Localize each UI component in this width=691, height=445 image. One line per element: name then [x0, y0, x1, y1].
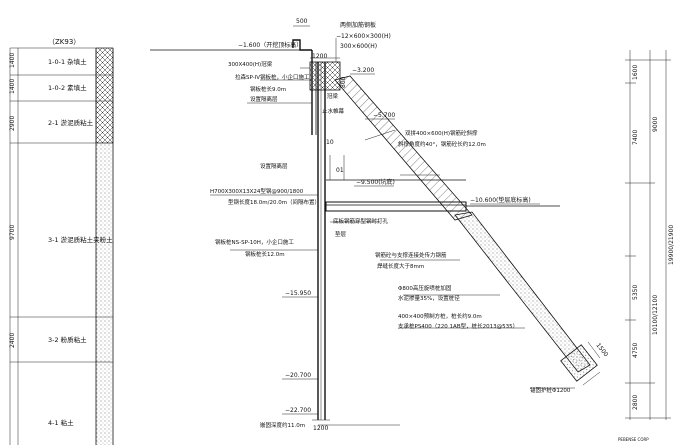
note: 支承桩PS400（220 1AB型，桩长2013@535）: [398, 322, 518, 330]
anchor-block: [560, 344, 598, 382]
borehole-log: （ZK93） 1-0-1 杂填土 1-0-2 素填土 2-1 淤泥质粘土 3-1…: [9, 38, 114, 445]
note: 设置隔离层: [250, 95, 278, 103]
layer-thickness: 2900: [9, 116, 16, 131]
layer-thickness: 1400: [9, 53, 16, 68]
fill-hatch: [95, 47, 114, 144]
note: 双拼400×600(H)钢筋砼斜撑: [405, 129, 478, 137]
elevation-label: −20.700: [285, 372, 311, 379]
layer-thickness: 1400: [9, 79, 16, 94]
note: −12×600×300(H): [336, 33, 391, 40]
leader-lines: [210, 38, 575, 426]
elevation-label: −1.600（开挖顶标高）: [238, 41, 302, 49]
layer-thickness: 9700: [9, 225, 16, 240]
dim-label: 5350: [632, 285, 639, 300]
footer-mark: PEBENSE CORP: [618, 437, 649, 442]
dim-label: 2800: [632, 395, 639, 410]
elevation-label: −22.700: [285, 407, 311, 414]
note: 设置隔离层: [260, 162, 288, 170]
note: 锚固护桩Φ1200: [530, 386, 571, 394]
annotations: 两侧加筋钢板 −12×600×300(H) 300×600(H) 300X400…: [210, 21, 649, 442]
clay-dots: [96, 143, 113, 445]
elevation-label: −10.600(垫层底标高): [470, 196, 531, 204]
note: 止水帷幕: [322, 107, 345, 115]
elevation-label: −5.700: [373, 112, 395, 119]
layer-thickness: 2400: [9, 333, 16, 348]
capping-beam: [309, 61, 341, 91]
layer-name: 2-1 淤泥质粘土: [48, 118, 94, 127]
note: 嵌固深度约11.0m: [260, 421, 305, 429]
note: 400×400预制方桩，桩长约9.0m: [398, 312, 482, 320]
note: 冠梁: [327, 92, 339, 100]
note: 水泥掺量35%，设置桩径: [398, 294, 460, 302]
note: 底板钢筋穿型钢时打孔: [333, 217, 389, 225]
dim-label: 01: [336, 167, 344, 174]
dim-label: 10100/12100: [652, 295, 659, 335]
note: H700X300X13X24型钢@900/1800: [210, 187, 304, 195]
note: 焊缝长度大于8mm: [377, 262, 424, 270]
elevation-label: −9.500(坑底): [356, 178, 395, 186]
note: Φ800高压旋喷桩加固: [398, 284, 452, 292]
layer-name: 1-0-2 素填土: [48, 83, 87, 92]
note: 钢板桩长12.0m: [245, 250, 285, 258]
note: 两侧加筋钢板: [340, 21, 376, 29]
right-dimension-chain: 1600 7400 5350 4750 2800 9000 10100/1210…: [625, 50, 675, 420]
dim-label: 1600: [632, 65, 639, 80]
dim-label: 4750: [632, 343, 639, 358]
elevation-label: −3.200: [352, 67, 374, 74]
layer-name: 3-1 淤泥质粘土夹粉土: [48, 235, 113, 244]
note: 钢板桩NS-SP-10H，小企口施工: [215, 238, 294, 246]
dim-label: 1200: [312, 53, 327, 60]
layer-name: 4-1 粘土: [48, 418, 74, 427]
dim-label: 1500: [594, 342, 609, 358]
note: 垫层: [335, 230, 347, 238]
dim-label: 7400: [632, 130, 639, 145]
inclined-pile: [454, 211, 591, 373]
diagonal-strut: [334, 75, 473, 221]
layer-name: 3-2 粉质粘土: [48, 335, 87, 344]
borehole-id: （ZK93）: [48, 38, 80, 46]
dim-label: 19900/21900: [668, 225, 675, 265]
note: 300×600(H): [340, 43, 377, 50]
dim-label: 9000: [652, 117, 659, 132]
note: 型钢长度18.0m/20.0m（间隔布置）: [228, 198, 320, 206]
dim-label: 500: [296, 18, 308, 25]
note: 300X400(H)冠梁: [228, 60, 273, 68]
elevation-label: −15.950: [285, 290, 311, 297]
layer-name: 1-0-1 杂填土: [48, 57, 87, 66]
dim-label: 1200: [313, 425, 328, 432]
retaining-structure: −1.600（开挖顶标高） 500 1200 800 1200 1500: [150, 18, 609, 432]
note: 钢板桩长9.0m: [250, 85, 286, 93]
note: 拉森SP-IV钢板桩，小企口施工: [235, 73, 310, 81]
dim-label: 10: [326, 139, 334, 146]
note: 钢筋砼与支撑连接处传力钢筋: [375, 251, 447, 259]
note: 斜撑角度约40°，钢筋砼长约12.0m: [398, 140, 486, 148]
base-slab: [325, 201, 467, 212]
